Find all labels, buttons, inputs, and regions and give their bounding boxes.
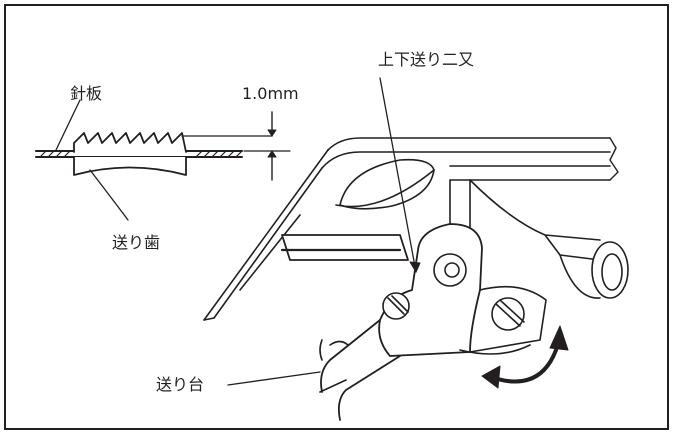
needle-plate-detail xyxy=(35,99,291,221)
needle-plate-label: 針板 xyxy=(70,84,103,103)
feed-lift-fork-label: 上下送り二又 xyxy=(378,50,475,69)
feed-mechanism xyxy=(203,77,629,421)
rotation-arrow-icon xyxy=(481,325,569,389)
feed-bar-label: 送り台 xyxy=(156,375,205,394)
diagram-frame xyxy=(4,4,669,430)
feed-dog-body xyxy=(73,156,187,176)
dimension-label: 1.0mm xyxy=(242,84,299,103)
feed-dog-label: 送り歯 xyxy=(112,233,161,252)
feed-dog-teeth xyxy=(73,132,187,153)
